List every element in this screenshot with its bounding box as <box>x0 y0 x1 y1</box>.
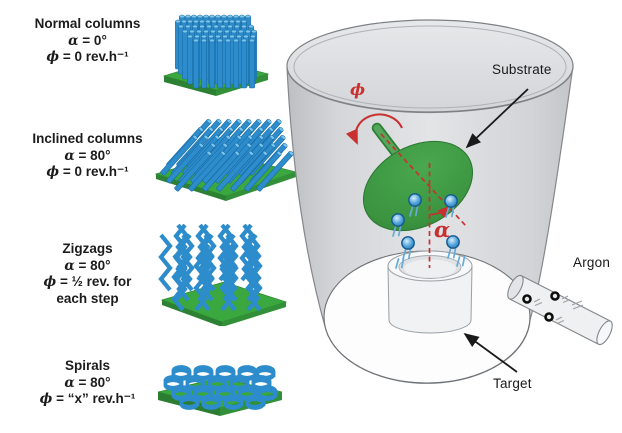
alpha-angle-symbol: α <box>434 217 451 242</box>
phi-value: = “x” rev.h⁻¹ <box>52 391 136 406</box>
label-spirals: Spirals α = 80° ϕ = “x” rev.h⁻¹ <box>10 358 165 408</box>
particle <box>446 235 460 249</box>
argon-label: Argon <box>573 255 611 270</box>
phi-value: = 0 rev.h⁻¹ <box>59 49 129 64</box>
substrate-normal-dashed-line <box>380 133 467 227</box>
argon-motion-lines <box>533 295 584 325</box>
phi-rotation-symbol: ϕ <box>350 80 366 99</box>
phi-symbol: ϕ <box>46 164 60 180</box>
particle <box>401 236 415 250</box>
alpha-value: = 80° <box>74 374 111 390</box>
target-label: Target <box>493 376 532 391</box>
rim-inner-edge <box>293 25 567 109</box>
deposition-chamber-diagram <box>286 19 613 384</box>
structure-name: Spirals <box>64 358 111 373</box>
phi-value: = ½ rev. for <box>56 274 132 289</box>
phi-symbol: ϕ <box>39 391 53 407</box>
alpha-value: = 0° <box>78 32 107 48</box>
label-zigzags: Zigzags α = 80° ϕ = ½ rev. for each step <box>10 241 165 307</box>
substrate-label: Substrate <box>492 62 552 77</box>
substrate-arrow <box>465 88 529 149</box>
phi-symbol: ϕ <box>43 274 57 290</box>
argon-inlet-tube <box>507 274 613 346</box>
label-inclined-columns: Inclined columns α = 80° ϕ = 0 rev.h⁻¹ <box>10 131 165 181</box>
structure-name: Normal columns <box>34 16 141 31</box>
phi-value: = 0 rev.h⁻¹ <box>59 164 129 179</box>
particle <box>391 213 405 227</box>
normal-columns-illustration <box>162 14 270 96</box>
alpha-symbol: α <box>68 32 79 49</box>
zigzags-illustration <box>152 224 288 326</box>
phi-rotation-arrow <box>345 113 403 145</box>
phi-symbol: ϕ <box>46 49 60 65</box>
alpha-value: = 80° <box>74 257 111 273</box>
alpha-symbol: α <box>64 374 75 391</box>
spirals-illustration <box>157 365 283 416</box>
label-normal-columns: Normal columns α = 0° ϕ = 0 rev.h⁻¹ <box>10 16 165 66</box>
particle <box>408 193 422 207</box>
alpha-value: = 80° <box>74 147 111 163</box>
structure-name: Inclined columns <box>32 131 143 146</box>
argon-atoms <box>522 291 584 325</box>
sputtered-particles <box>391 193 466 269</box>
phi-value-line2: each step <box>56 290 119 306</box>
alpha-symbol: α <box>64 147 75 164</box>
chamber-top-rim <box>286 19 574 113</box>
structure-name: Zigzags <box>62 241 113 256</box>
target-crucible <box>387 250 473 334</box>
alpha-symbol: α <box>64 257 75 274</box>
column-array <box>175 14 257 89</box>
target-arrow <box>463 332 518 373</box>
particle <box>444 194 458 208</box>
